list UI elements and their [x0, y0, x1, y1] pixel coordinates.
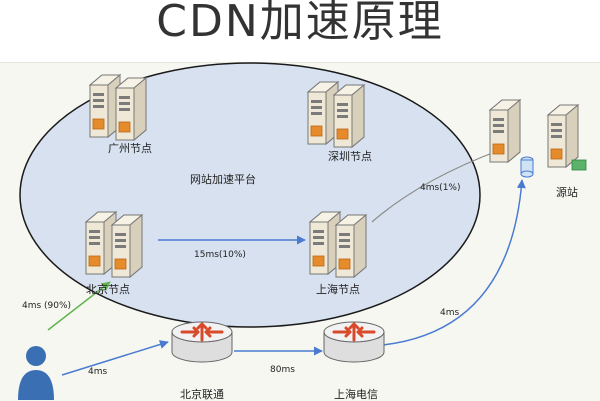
- beijing-node: [85, 211, 143, 278]
- user-icon: [18, 346, 54, 400]
- latency-user-unicom: 4ms: [88, 367, 107, 377]
- beijing-node-label: 北京节点: [86, 282, 130, 296]
- shanghai-telecom-router: [322, 320, 386, 364]
- link-telecom-to-origin: [382, 179, 526, 346]
- latency-user-beijing: 4ms (90%): [22, 301, 71, 311]
- shenzhen-node: [307, 81, 365, 148]
- platform-label: 网站加速平台: [190, 172, 256, 186]
- origin-server: [489, 99, 587, 178]
- link-shanghai-to-origin: [371, 148, 501, 223]
- guangzhou-node: [89, 74, 147, 141]
- guangzhou-node-label: 广州节点: [108, 142, 152, 155]
- latency-shanghai-origin: 4ms(1%): [420, 183, 460, 193]
- page-title: CDN加速原理: [156, 0, 444, 47]
- latency-beijing-shanghai: 15ms(10%): [194, 250, 246, 260]
- latency-telecom-origin: 4ms: [440, 308, 459, 318]
- shanghai-node-label: 上海节点: [316, 282, 360, 296]
- link-user-to-beijing: [47, 281, 111, 331]
- beijing-unicom-router: [170, 320, 234, 364]
- latency-unicom-telecom: 80ms: [270, 365, 295, 375]
- sh-telecom-label: 上海电信: [334, 387, 378, 400]
- origin-label: 源站: [556, 185, 578, 199]
- link-user-to-unicom: [61, 340, 169, 376]
- shenzhen-node-label: 深圳节点: [328, 150, 372, 163]
- shanghai-node: [309, 211, 367, 278]
- bj-unicom-label: 北京联通: [180, 387, 224, 400]
